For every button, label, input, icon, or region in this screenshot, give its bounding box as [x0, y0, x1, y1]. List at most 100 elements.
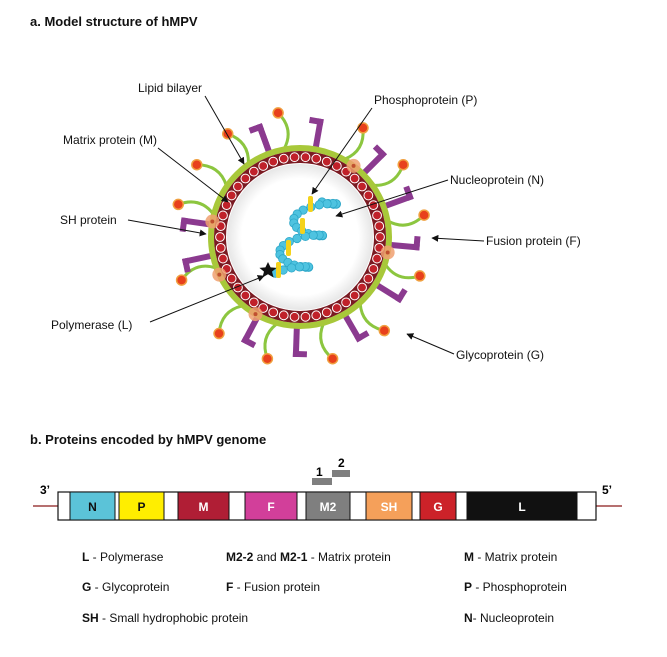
legend-nucleoprotein: N- Nucleoprotein	[464, 611, 555, 625]
label-polymerase: Polymerase (L)	[51, 318, 132, 332]
matrix-protein-dot	[321, 156, 332, 167]
glycoprotein-head-icon	[326, 352, 339, 365]
glycoprotein-head-icon	[357, 122, 369, 134]
section-b-title: b. Proteins encoded by hMPV genome	[30, 432, 267, 447]
matrix-protein-dot	[258, 161, 269, 171]
legend-matrix: M - Matrix protein	[464, 550, 558, 564]
matrix-protein-dot	[368, 263, 379, 274]
nucleoprotein-bead	[300, 231, 311, 241]
matrix-protein-dot	[218, 210, 228, 221]
arrow-glycoprotein	[406, 333, 455, 355]
matrix-protein-dot	[233, 181, 243, 192]
nucleoprotein-bead	[314, 200, 324, 210]
arrow-matrix-protein	[157, 147, 229, 203]
glycoprotein-head-icon	[272, 107, 284, 119]
matrix-protein-layer	[215, 152, 385, 322]
phosphoprotein-bar	[286, 240, 291, 256]
sh-proteins	[205, 158, 395, 322]
gene-box-g	[419, 491, 457, 521]
glycoprotein-head-icon	[172, 198, 185, 211]
arrow-polymerase	[149, 275, 265, 323]
matrix-protein-dot	[331, 161, 342, 171]
genome-end-5: 5’	[602, 483, 612, 497]
sh-protein-core	[217, 272, 222, 277]
matrix-protein-dot	[363, 190, 374, 201]
fusion-protein-icon	[248, 123, 273, 154]
m2-orf-2-label: 2	[338, 456, 345, 470]
surface-glycoproteins	[172, 107, 430, 365]
gene-label-g: G	[433, 500, 442, 514]
glycoprotein-head-icon	[213, 327, 225, 340]
legend-fusion: F - Fusion protein	[226, 580, 321, 594]
glycoprotein-head-icon	[175, 274, 188, 286]
arrow-lipid-bilayer	[204, 95, 245, 165]
nucleoprotein-bead	[286, 263, 297, 273]
matrix-protein-dot	[311, 153, 322, 164]
matrix-protein-dot	[248, 297, 259, 308]
m2-orf-2-bar	[332, 470, 350, 477]
arrow-phosphoprotein	[311, 107, 373, 195]
sh-protein-core	[351, 163, 356, 168]
gene-label-m: M	[199, 500, 209, 514]
matrix-protein-dot	[375, 232, 385, 242]
gene-label-m2: M2	[320, 500, 337, 514]
label-nucleoprotein: Nucleoprotein (N)	[450, 173, 544, 187]
gene-label-n: N	[88, 500, 97, 514]
matrix-protein-dot	[357, 181, 367, 192]
label-glycoprotein: Glycoprotein (G)	[456, 348, 544, 362]
nucleoprotein-bead	[322, 199, 332, 209]
nucleocapsid-helix	[270, 196, 341, 278]
m2-orf-1-label: 1	[316, 465, 323, 479]
gene-box-m2	[305, 491, 351, 521]
nucleoprotein-bead	[292, 233, 302, 244]
matrix-protein-dot	[215, 232, 225, 242]
m2-orf-1-bar	[312, 478, 332, 485]
matrix-protein-dot	[240, 173, 251, 184]
glycoprotein-head-icon	[378, 324, 391, 337]
fusion-protein-icon	[241, 315, 261, 349]
matrix-protein-dot	[311, 310, 322, 321]
legend-m2: M2-2 and M2-1 - Matrix protein	[226, 550, 391, 564]
fusion-protein-icon	[374, 282, 408, 304]
glycoprotein-head-icon	[418, 209, 430, 221]
sh-protein-core	[385, 250, 390, 255]
genome-end-3: 3’	[40, 483, 50, 497]
matrix-protein-dot	[372, 210, 382, 221]
gene-box-p	[118, 491, 165, 521]
gene-box-m	[177, 491, 230, 521]
matrix-protein-dot	[278, 153, 289, 164]
matrix-protein-dot	[331, 303, 342, 313]
matrix-protein-dot	[341, 297, 352, 308]
label-matrix-protein: Matrix protein (M)	[63, 133, 157, 147]
matrix-protein-dot	[268, 156, 279, 167]
matrix-protein-dot	[248, 166, 259, 177]
matrix-protein-dot	[349, 290, 360, 301]
label-lipid-bilayer: Lipid bilayer	[138, 81, 202, 95]
matrix-protein-dot	[300, 311, 311, 322]
nucleoprotein-bead	[308, 230, 318, 240]
glycoprotein-head-icon	[397, 158, 409, 171]
fusion-protein-icon	[308, 116, 324, 149]
matrix-protein-dot	[226, 190, 237, 201]
glycoprotein-head-icon	[191, 158, 203, 171]
matrix-protein-dot	[268, 307, 279, 318]
phosphoprotein-bar	[308, 196, 313, 212]
fusion-protein-icon	[361, 144, 387, 176]
arrow-nucleoprotein	[335, 179, 449, 218]
sh-protein-core	[253, 312, 258, 317]
gene-box-sh	[365, 491, 413, 521]
gene-label-sh: SH	[381, 500, 398, 514]
lipid-bilayer-envelope	[208, 145, 392, 329]
arrow-sh-protein	[127, 219, 207, 237]
matrix-protein-dot	[289, 152, 300, 163]
legend-glycoprotein: G - Glycoprotein	[82, 580, 170, 594]
gene-label-l: L	[518, 500, 525, 514]
phosphoprotein-bar	[276, 262, 281, 278]
matrix-protein-dot	[218, 253, 228, 264]
virion-model	[172, 107, 430, 365]
gene-label-f: F	[267, 500, 274, 514]
matrix-protein-dot	[215, 242, 226, 253]
matrix-protein-dot	[240, 290, 251, 301]
